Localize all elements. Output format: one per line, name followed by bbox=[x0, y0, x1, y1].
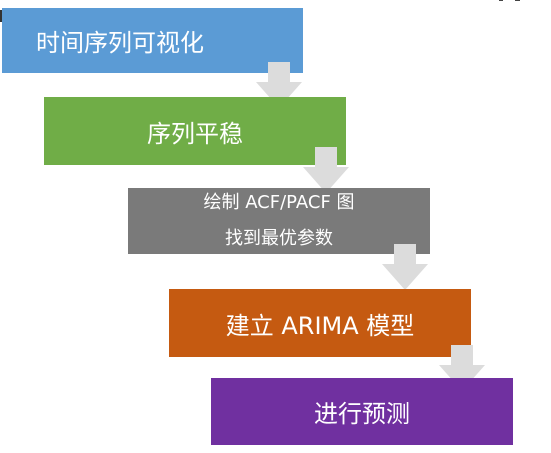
top-edge-mark bbox=[499, 0, 503, 1]
down-arrow-icon bbox=[256, 62, 302, 108]
step-5-label: 进行预测 bbox=[314, 400, 410, 428]
step-1-box: 时间序列可视化 bbox=[2, 8, 303, 73]
down-arrow-icon bbox=[303, 147, 349, 193]
step-2-box: 序列平稳 bbox=[44, 97, 346, 165]
step-4-label: 建立 ARIMA 模型 bbox=[225, 311, 415, 340]
left-edge-mark bbox=[0, 10, 2, 22]
step-2-label: 序列平稳 bbox=[147, 119, 243, 148]
down-arrow-icon bbox=[382, 244, 428, 290]
step-3-label-line-1: 绘制 ACF/PACF 图 bbox=[203, 192, 355, 213]
top-edge-mark bbox=[515, 0, 520, 1]
step-1-label: 时间序列可视化 bbox=[36, 29, 204, 57]
step-4-box: 建立 ARIMA 模型 bbox=[169, 289, 471, 357]
step-5-box: 进行预测 bbox=[211, 378, 513, 445]
step-3-label-line-2: 找到最优参数 bbox=[225, 228, 333, 249]
step-3-box: 绘制 ACF/PACF 图 找到最优参数 bbox=[128, 188, 430, 254]
down-arrow-icon bbox=[439, 345, 485, 391]
